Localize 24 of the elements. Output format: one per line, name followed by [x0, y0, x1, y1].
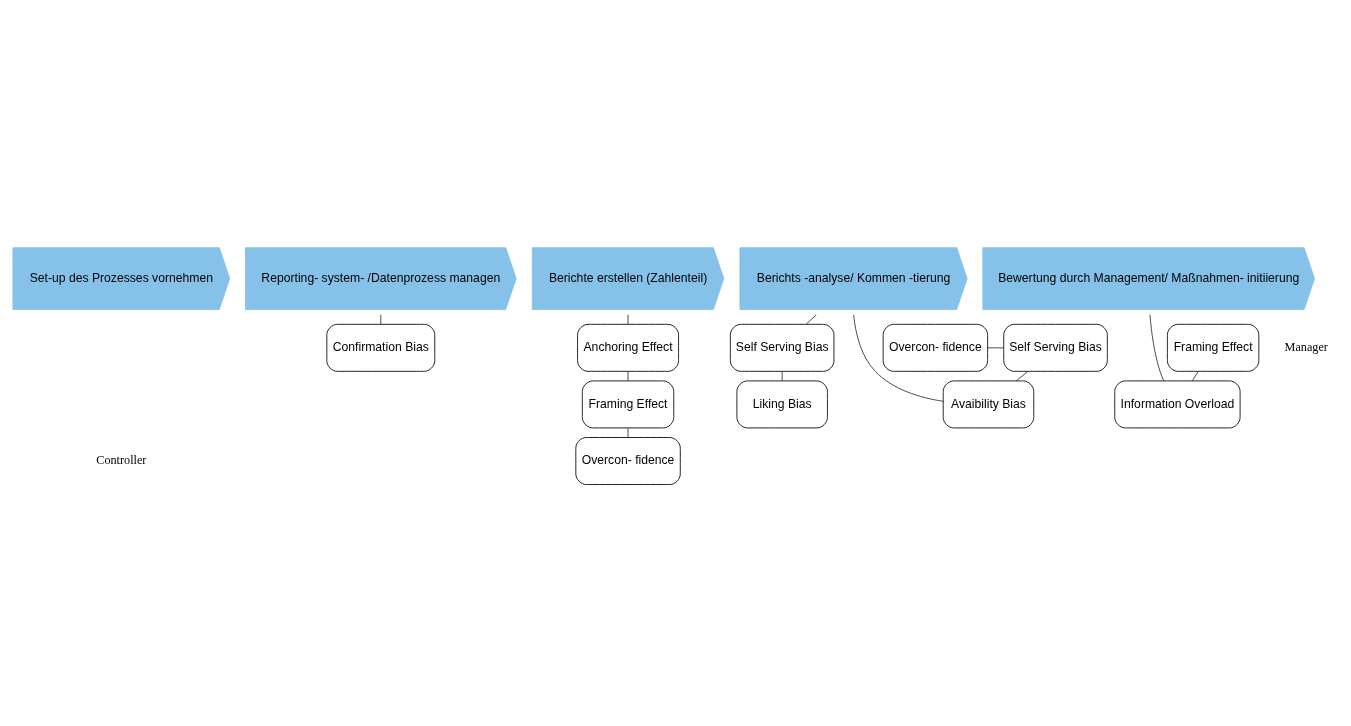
label: Manager: [1284, 339, 1328, 354]
node-box: Self Serving Bias: [729, 323, 835, 372]
node-box: Confirmation Bias: [326, 323, 436, 372]
node-box: Framing Effect: [1166, 323, 1260, 372]
connector: [1015, 370, 1028, 381]
label: Controller: [96, 452, 147, 467]
connector: [380, 313, 382, 325]
node-box: Self Serving Bias: [1003, 323, 1108, 372]
node-box: Avaibility Bias: [942, 379, 1035, 428]
connector: [627, 370, 629, 381]
node-box: Information Overload: [1114, 379, 1241, 428]
node-box: Framing Effect: [581, 379, 675, 428]
connector: [781, 370, 783, 381]
node-box: Overcon- fidence: [575, 436, 681, 485]
connector: [853, 314, 944, 402]
connector: [627, 313, 629, 325]
node-box: Anchoring Effect: [577, 323, 679, 372]
connector: [1149, 313, 1165, 381]
node-box: Liking Bias: [736, 379, 828, 428]
connector: [627, 427, 629, 438]
node-box: Overcon- fidence: [882, 323, 989, 372]
connector: [1191, 370, 1199, 381]
connector: [987, 346, 1005, 348]
connector: [805, 313, 817, 325]
